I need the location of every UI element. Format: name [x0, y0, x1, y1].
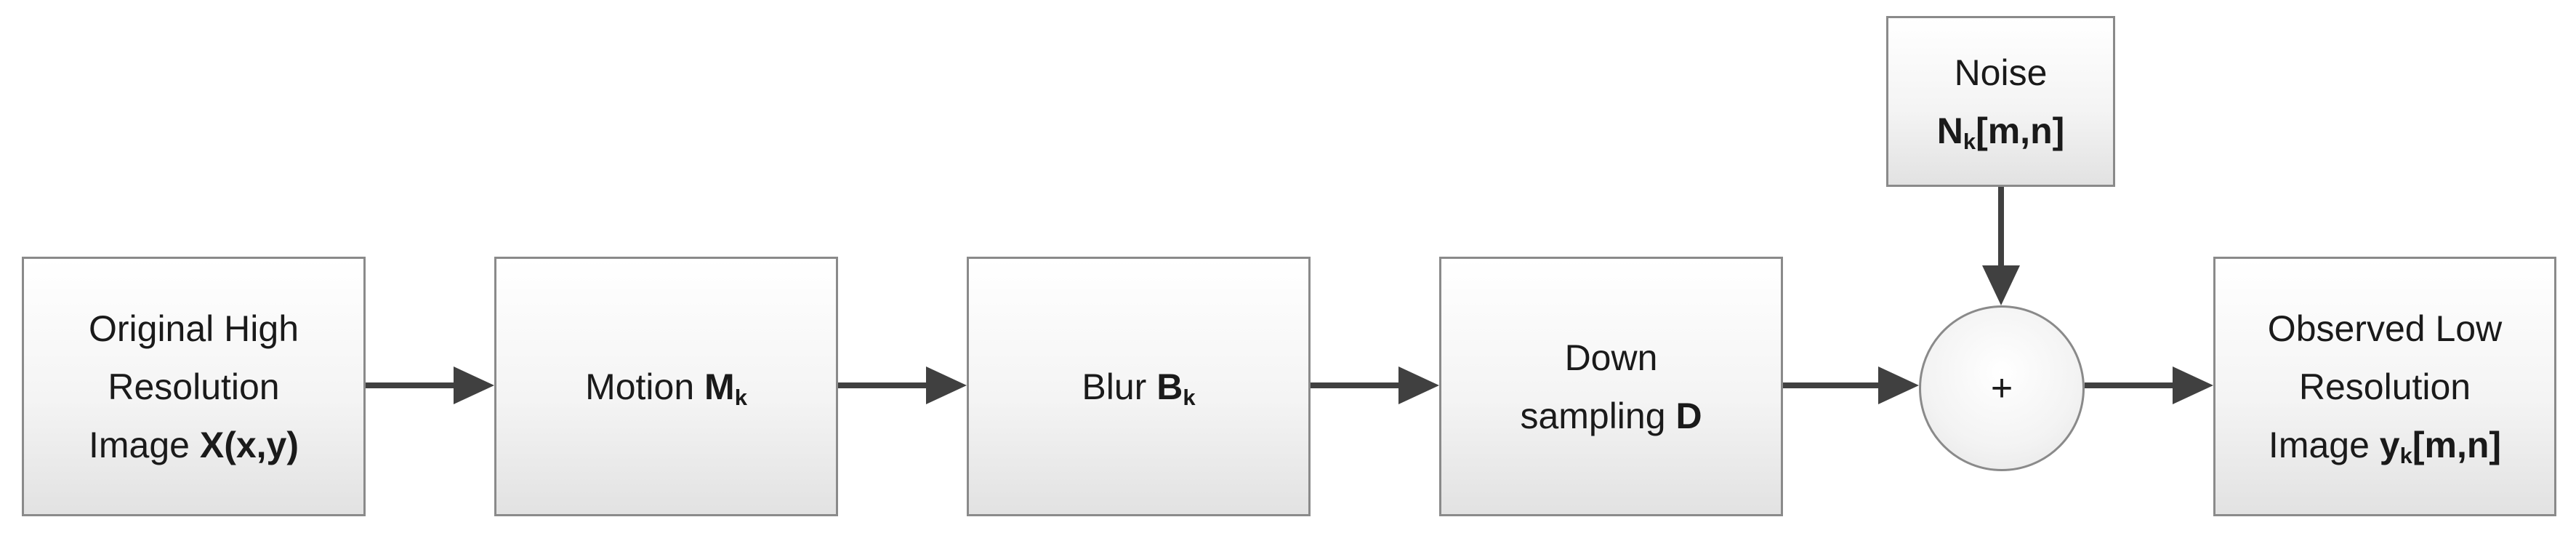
downsampling-symbol: D	[1675, 395, 1702, 436]
observed-line3-prefix: Image	[2268, 424, 2380, 465]
noise-line1: Noise	[1954, 52, 2048, 93]
original-line2: Resolution	[108, 366, 280, 407]
motion-symbol: M	[704, 366, 735, 407]
observed-symbol: y	[2379, 424, 2400, 465]
arrow-original-to-motion	[366, 366, 494, 404]
noise-block: Noise Nk[m,n]	[1886, 16, 2115, 187]
downsampling-prefix: sampling	[1520, 395, 1676, 436]
blur-label: Blur Bk	[1082, 358, 1195, 416]
noise-subscript: k	[1963, 128, 1976, 154]
original-line3-prefix: Image	[88, 424, 200, 465]
arrow-downsampling-to-adder	[1783, 366, 1919, 404]
blur-block: Blur Bk	[967, 257, 1311, 516]
motion-subscript: k	[734, 384, 747, 410]
observed-line3: Image yk[m,n]	[2268, 416, 2502, 474]
motion-label: Motion Mk	[585, 358, 747, 416]
motion-block: Motion Mk	[494, 257, 838, 516]
downsampling-line2: sampling D	[1520, 387, 1702, 445]
original-line1: Original High	[88, 308, 299, 349]
original-symbol: X(x,y)	[199, 424, 299, 465]
original-image-block: Original High Resolution Image X(x,y)	[22, 257, 366, 516]
noise-symbol: N	[1936, 110, 1963, 151]
noise-suffix: [m,n]	[1976, 110, 2065, 151]
blur-prefix: Blur	[1082, 366, 1157, 407]
original-line3: Image X(x,y)	[89, 416, 299, 474]
blur-subscript: k	[1183, 384, 1196, 410]
downsampling-line1: Down	[1564, 337, 1658, 378]
arrow-adder-to-observed	[2085, 366, 2213, 404]
observed-subscript: k	[2399, 442, 2412, 468]
observed-line2: Resolution	[2298, 366, 2471, 407]
motion-prefix: Motion	[585, 366, 705, 407]
noise-line2: Nk[m,n]	[1937, 102, 2065, 160]
blur-symbol: B	[1156, 366, 1183, 407]
arrow-noise-to-adder	[1982, 187, 2020, 305]
observed-line1: Observed Low	[2267, 308, 2503, 349]
observed-image-block: Observed Low Resolution Image yk[m,n]	[2213, 257, 2556, 516]
observed-suffix: [m,n]	[2412, 424, 2502, 465]
arrow-blur-to-downsampling	[1311, 366, 1439, 404]
downsampling-block: Down sampling D	[1439, 257, 1783, 516]
adder-circle: +	[1919, 305, 2085, 471]
plus-sign: +	[1990, 367, 2013, 409]
arrow-motion-to-blur	[838, 366, 967, 404]
